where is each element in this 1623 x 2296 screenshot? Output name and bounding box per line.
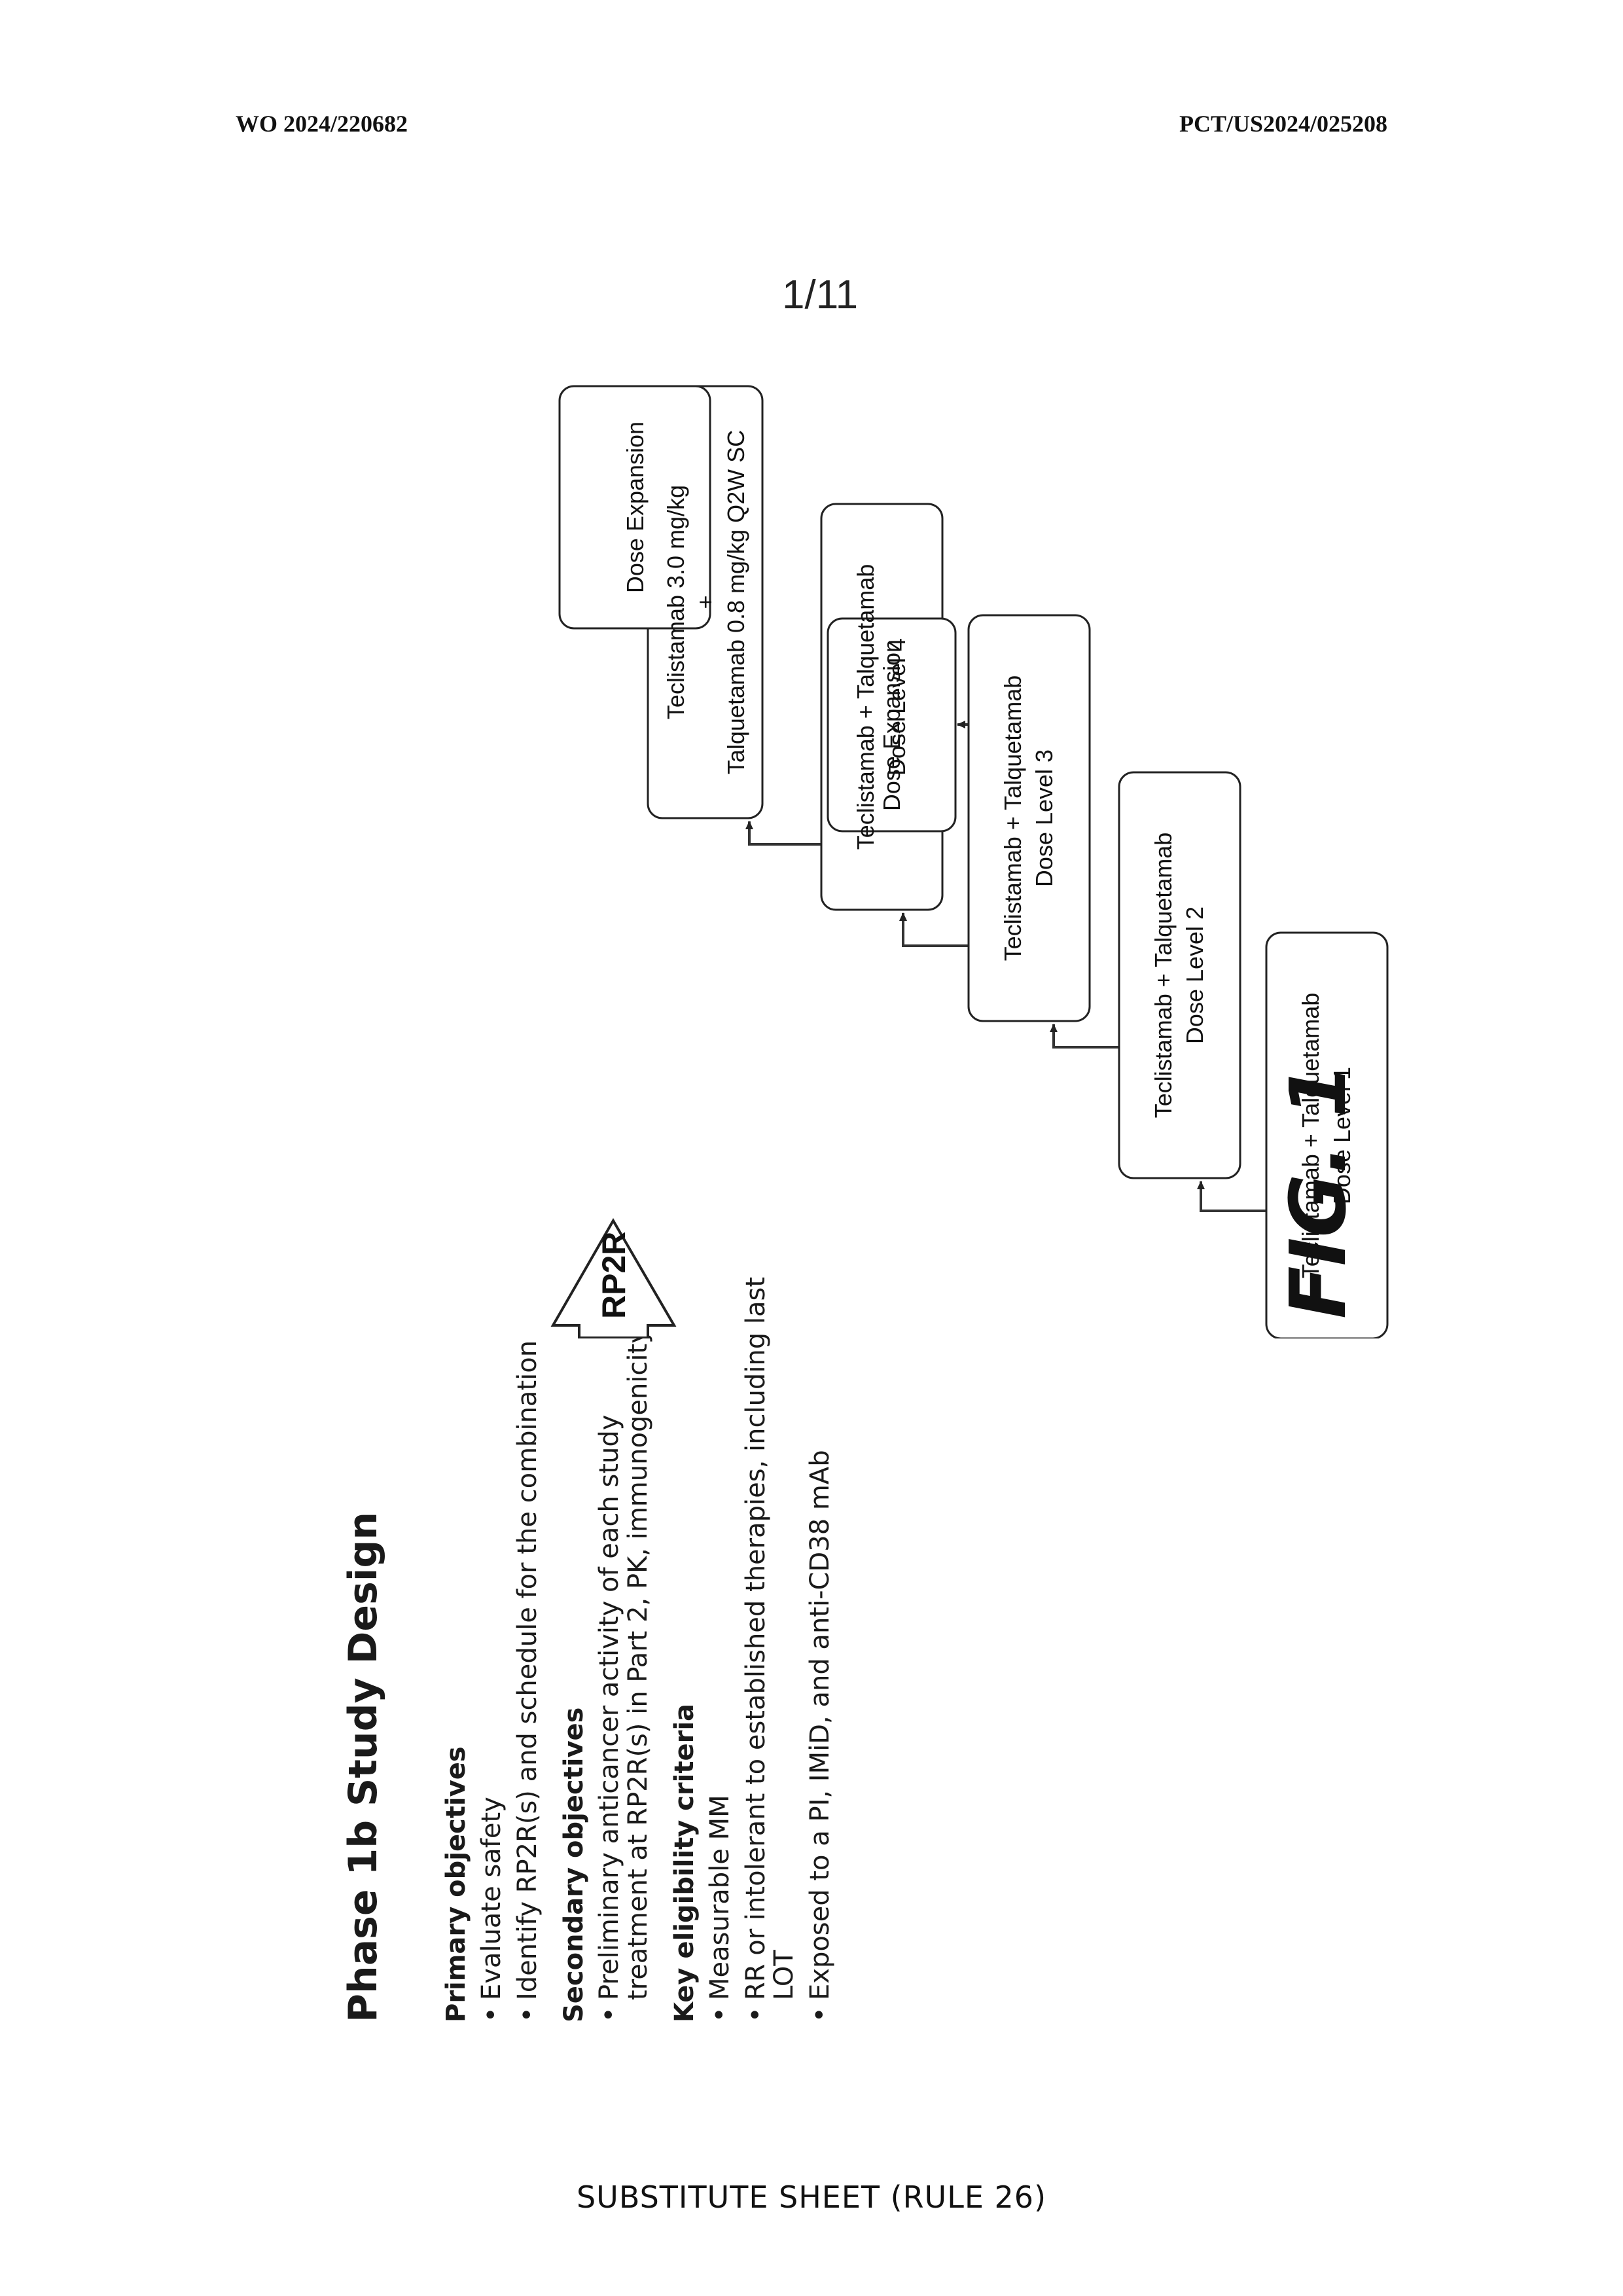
list-item: Exposed to a PI, IMiD, and anti-CD38 mAb (806, 1276, 834, 2022)
rp2r-label: RP2R (596, 1232, 632, 1319)
list-item: Evaluate safety (478, 1276, 506, 2022)
list-item: Identify RP2R(s) and schedule for the co… (514, 1276, 542, 2022)
eligibility-list: Measurable MM RR or intolerant to establ… (706, 1276, 835, 2022)
expansion-dl3-label: Dose Expansion (878, 639, 905, 811)
box-dose-level-3 (969, 615, 1090, 1021)
dl3-line1: Teclistamab + Talquetamab (999, 675, 1026, 961)
arrow-dl2-dl3 (1054, 1024, 1119, 1047)
list-item: RR or intolerant to established therapie… (742, 1276, 798, 2022)
sheet-number: 1/11 (782, 272, 858, 318)
primary-objectives-list: Evaluate safety Identify RP2R(s) and sch… (478, 1276, 542, 2022)
flow-svg: RP2R Teclistamab + Talquetamab Dose Leve… (488, 370, 1404, 1338)
arrow-dl4-regimen (749, 821, 821, 844)
primary-objectives-heading: Primary objectives (441, 1276, 471, 2022)
publication-number: WO 2024/220682 (236, 110, 408, 137)
footer-text: SUBSTITUTE SHEET (RULE 26) (0, 2179, 1623, 2215)
application-number: PCT/US2024/025208 (1179, 110, 1387, 137)
box-dose-level-2 (1119, 772, 1240, 1178)
secondary-objectives-heading: Secondary objectives (559, 1276, 589, 2022)
list-item: Preliminary anticancer activity of each … (596, 1276, 652, 2022)
arrow-dl3-dl4 (903, 913, 969, 946)
dose-escalation-diagram: RP2R Teclistamab + Talquetamab Dose Leve… (488, 370, 1404, 1338)
dl3-line2: Dose Level 3 (1031, 749, 1058, 887)
eligibility-heading: Key eligibility criteria (669, 1276, 700, 2022)
regimen-line1: Teclistamab 3.0 mg/kg (662, 485, 689, 719)
figure-label: FIG. 1 (1273, 1064, 1363, 1319)
expansion-rp2r-label: Dose Expansion (622, 422, 649, 593)
dl2-line1: Teclistamab + Talquetamab (1150, 833, 1177, 1119)
secondary-objectives-list: Preliminary anticancer activity of each … (596, 1276, 652, 2022)
regimen-line2: + (692, 595, 719, 609)
regimen-line3: Talquetamab 0.8 mg/kg Q2W SC (722, 430, 749, 774)
study-design-panel: Phase 1b Study Design Primary objectives… (340, 1276, 1001, 2022)
arrow-dl1-dl2 (1201, 1181, 1266, 1211)
dl4-line1: Teclistamab + Talquetamab (852, 564, 879, 850)
design-title: Phase 1b Study Design (340, 1276, 386, 2022)
dl2-line2: Dose Level 2 (1181, 906, 1208, 1044)
list-item: Measurable MM (706, 1276, 734, 2022)
